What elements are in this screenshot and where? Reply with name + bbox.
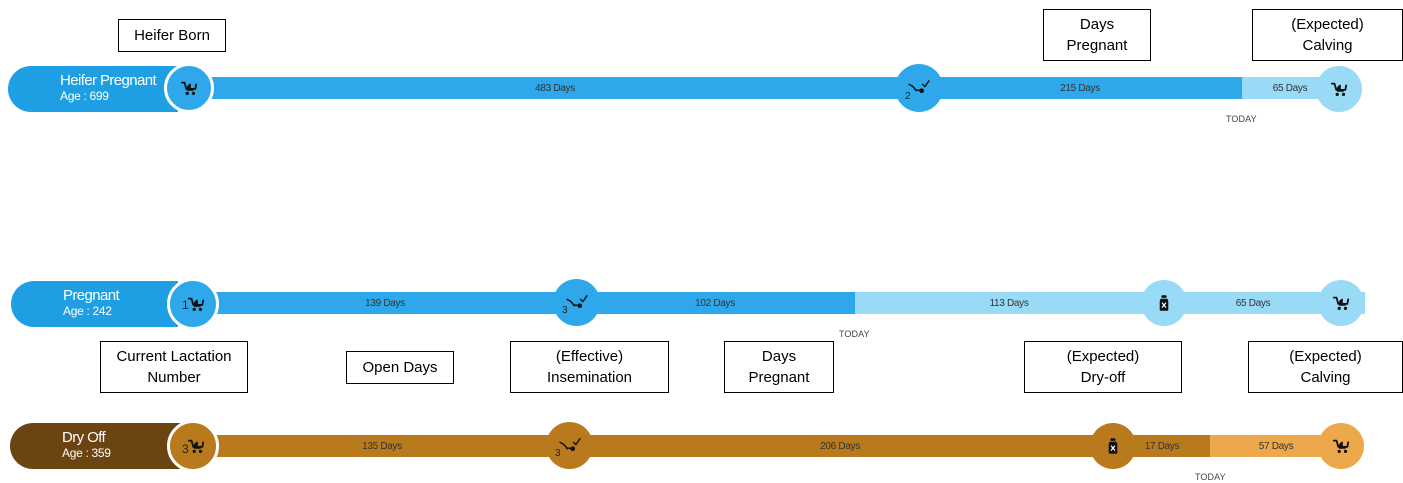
segment-duration: 113 Days [989,298,1029,309]
age-label: Age : 699 [60,89,109,103]
age-label: Age : 359 [62,446,111,460]
stroller-icon [1330,80,1348,98]
segment-duration: 483 Days [535,83,575,94]
segment-bar [195,435,1210,457]
expected-dryoff-node[interactable] [1090,423,1136,469]
calving-node[interactable]: 1 [167,278,219,330]
today-marker: TODAY [1195,472,1226,482]
status-pill[interactable]: Pregnant Age : 242 [11,281,178,327]
callout-expected-dryoff: (Expected) Dry-off [1024,341,1182,393]
callout-open-days: Open Days [346,351,454,384]
stroller-icon [1332,437,1350,455]
calving-node[interactable] [164,63,214,113]
insemination-icon [559,437,581,455]
callout-days-pregnant-top: Days Pregnant [1043,9,1151,61]
segment-duration: 65 Days [1235,298,1271,309]
segment-duration: 135 Days [362,441,402,452]
status-pill[interactable]: Dry Off Age : 359 [10,423,180,469]
today-marker: TODAY [839,329,870,339]
milk-bottle-icon [1158,294,1170,312]
segment-duration: 215 Days [1060,83,1100,94]
stroller-icon [180,79,198,97]
status-label: Pregnant [63,287,120,304]
insemination-number: 3 [555,448,561,459]
insemination-node[interactable]: 3 [553,279,600,326]
segment-duration: 102 Days [695,298,735,309]
status-label: Heifer Pregnant [60,72,157,89]
stroller-icon [1332,294,1350,312]
age-label: Age : 242 [63,304,112,318]
segment-duration: 17 Days [1144,441,1180,452]
insemination-number: 3 [562,305,568,316]
segment-bar [190,77,1242,99]
callout-heifer-born: Heifer Born [118,19,226,52]
insemination-number: 2 [905,91,911,102]
insemination-icon [908,79,930,97]
stroller-icon [187,437,205,455]
callout-current-lactation: Current Lactation Number [100,341,248,393]
callout-expected-calving-mid: (Expected) Calving [1248,341,1403,393]
insemination-node[interactable]: 3 [546,422,593,469]
expected-calving-node[interactable] [1318,280,1364,326]
today-marker: TODAY [1226,114,1257,124]
insemination-icon [566,294,588,312]
calving-node[interactable]: 3 [167,420,219,472]
status-pill[interactable]: Heifer Pregnant Age : 699 [8,66,178,112]
segment-duration: 206 Days [820,441,860,452]
callout-effective-insemination: (Effective) Insemination [510,341,669,393]
segment-duration: 65 Days [1272,83,1308,94]
status-label: Dry Off [62,429,106,446]
segment-bar [855,292,1365,314]
stroller-icon [187,295,205,313]
milk-bottle-icon [1107,437,1119,455]
insemination-node[interactable]: 2 [895,64,943,112]
expected-dryoff-node[interactable] [1141,280,1187,326]
callout-days-pregnant-mid: Days Pregnant [724,341,834,393]
expected-calving-node[interactable] [1316,66,1362,112]
callout-expected-calving-top: (Expected) Calving [1252,9,1403,61]
segment-duration: 57 Days [1258,441,1294,452]
segment-duration: 139 Days [365,298,405,309]
expected-calving-node[interactable] [1318,423,1364,469]
lactation-number: 3 [182,442,189,456]
segment-bar [195,292,855,314]
lactation-number: 1 [182,298,189,312]
